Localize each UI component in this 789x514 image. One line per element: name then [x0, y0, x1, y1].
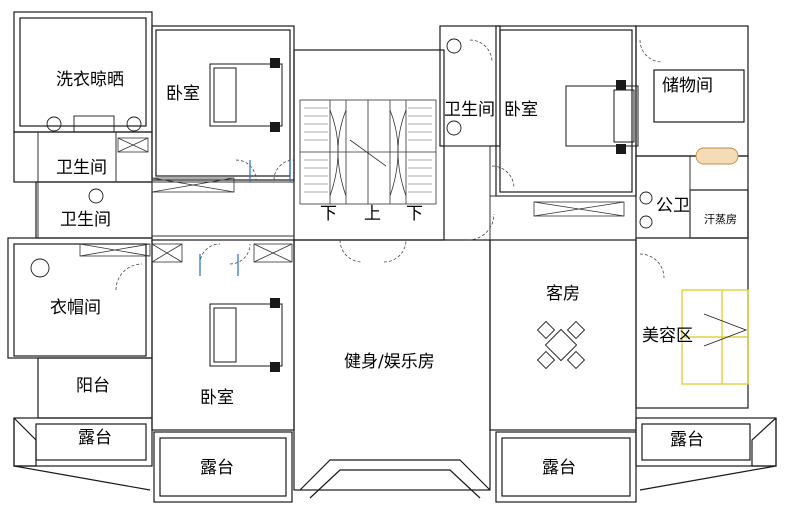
bed-ne: [565, 85, 639, 147]
guest-room-label: 客房: [546, 284, 580, 304]
bedroom-ne-label: 卧室: [504, 100, 538, 120]
cloakroom-label: 衣帽间: [50, 298, 101, 318]
beauty-label: 美容区: [642, 326, 693, 346]
beauty-wall: [635, 237, 749, 409]
bath-2-label: 卫生间: [60, 210, 111, 230]
beauty-frame: [681, 289, 749, 385]
bed-nw: [209, 63, 283, 127]
stair-down-left-label: 下: [320, 204, 337, 224]
terrace-4-label: 露台: [670, 430, 704, 450]
bath-1-label: 卫生间: [56, 158, 107, 178]
stair-down-right-label: 下: [406, 204, 423, 224]
bath-3-label: 卫生间: [444, 100, 495, 120]
stair-up-label: 上: [364, 204, 381, 224]
balcony-label: 阳台: [76, 376, 110, 396]
bath-n-wall: [439, 25, 501, 147]
terrace-3-wall: [495, 431, 637, 503]
bedroom-sw-label: 卧室: [200, 388, 234, 408]
bedroom-nw-label: 卧室: [166, 84, 200, 104]
bed-sw: [209, 303, 283, 367]
terrace-4-wall: [635, 417, 777, 467]
bathtub: [695, 147, 739, 165]
terrace-1-label: 露台: [78, 428, 112, 448]
storage-label: 储物间: [662, 76, 713, 96]
laundry-label: 洗衣晾晒: [56, 70, 124, 90]
gym-label: 健身/娱乐房: [344, 352, 435, 372]
terrace-3-label: 露台: [542, 458, 576, 478]
guest-room-wall: [489, 239, 637, 431]
terrace-2-wall: [153, 431, 293, 503]
staircase: [299, 99, 437, 205]
public-bath-label: 公卫: [656, 196, 690, 216]
sauna-label: 汗蒸房: [704, 213, 737, 226]
sink: [88, 188, 104, 204]
terrace-2-label: 露台: [200, 458, 234, 478]
dining-table: [536, 320, 586, 370]
